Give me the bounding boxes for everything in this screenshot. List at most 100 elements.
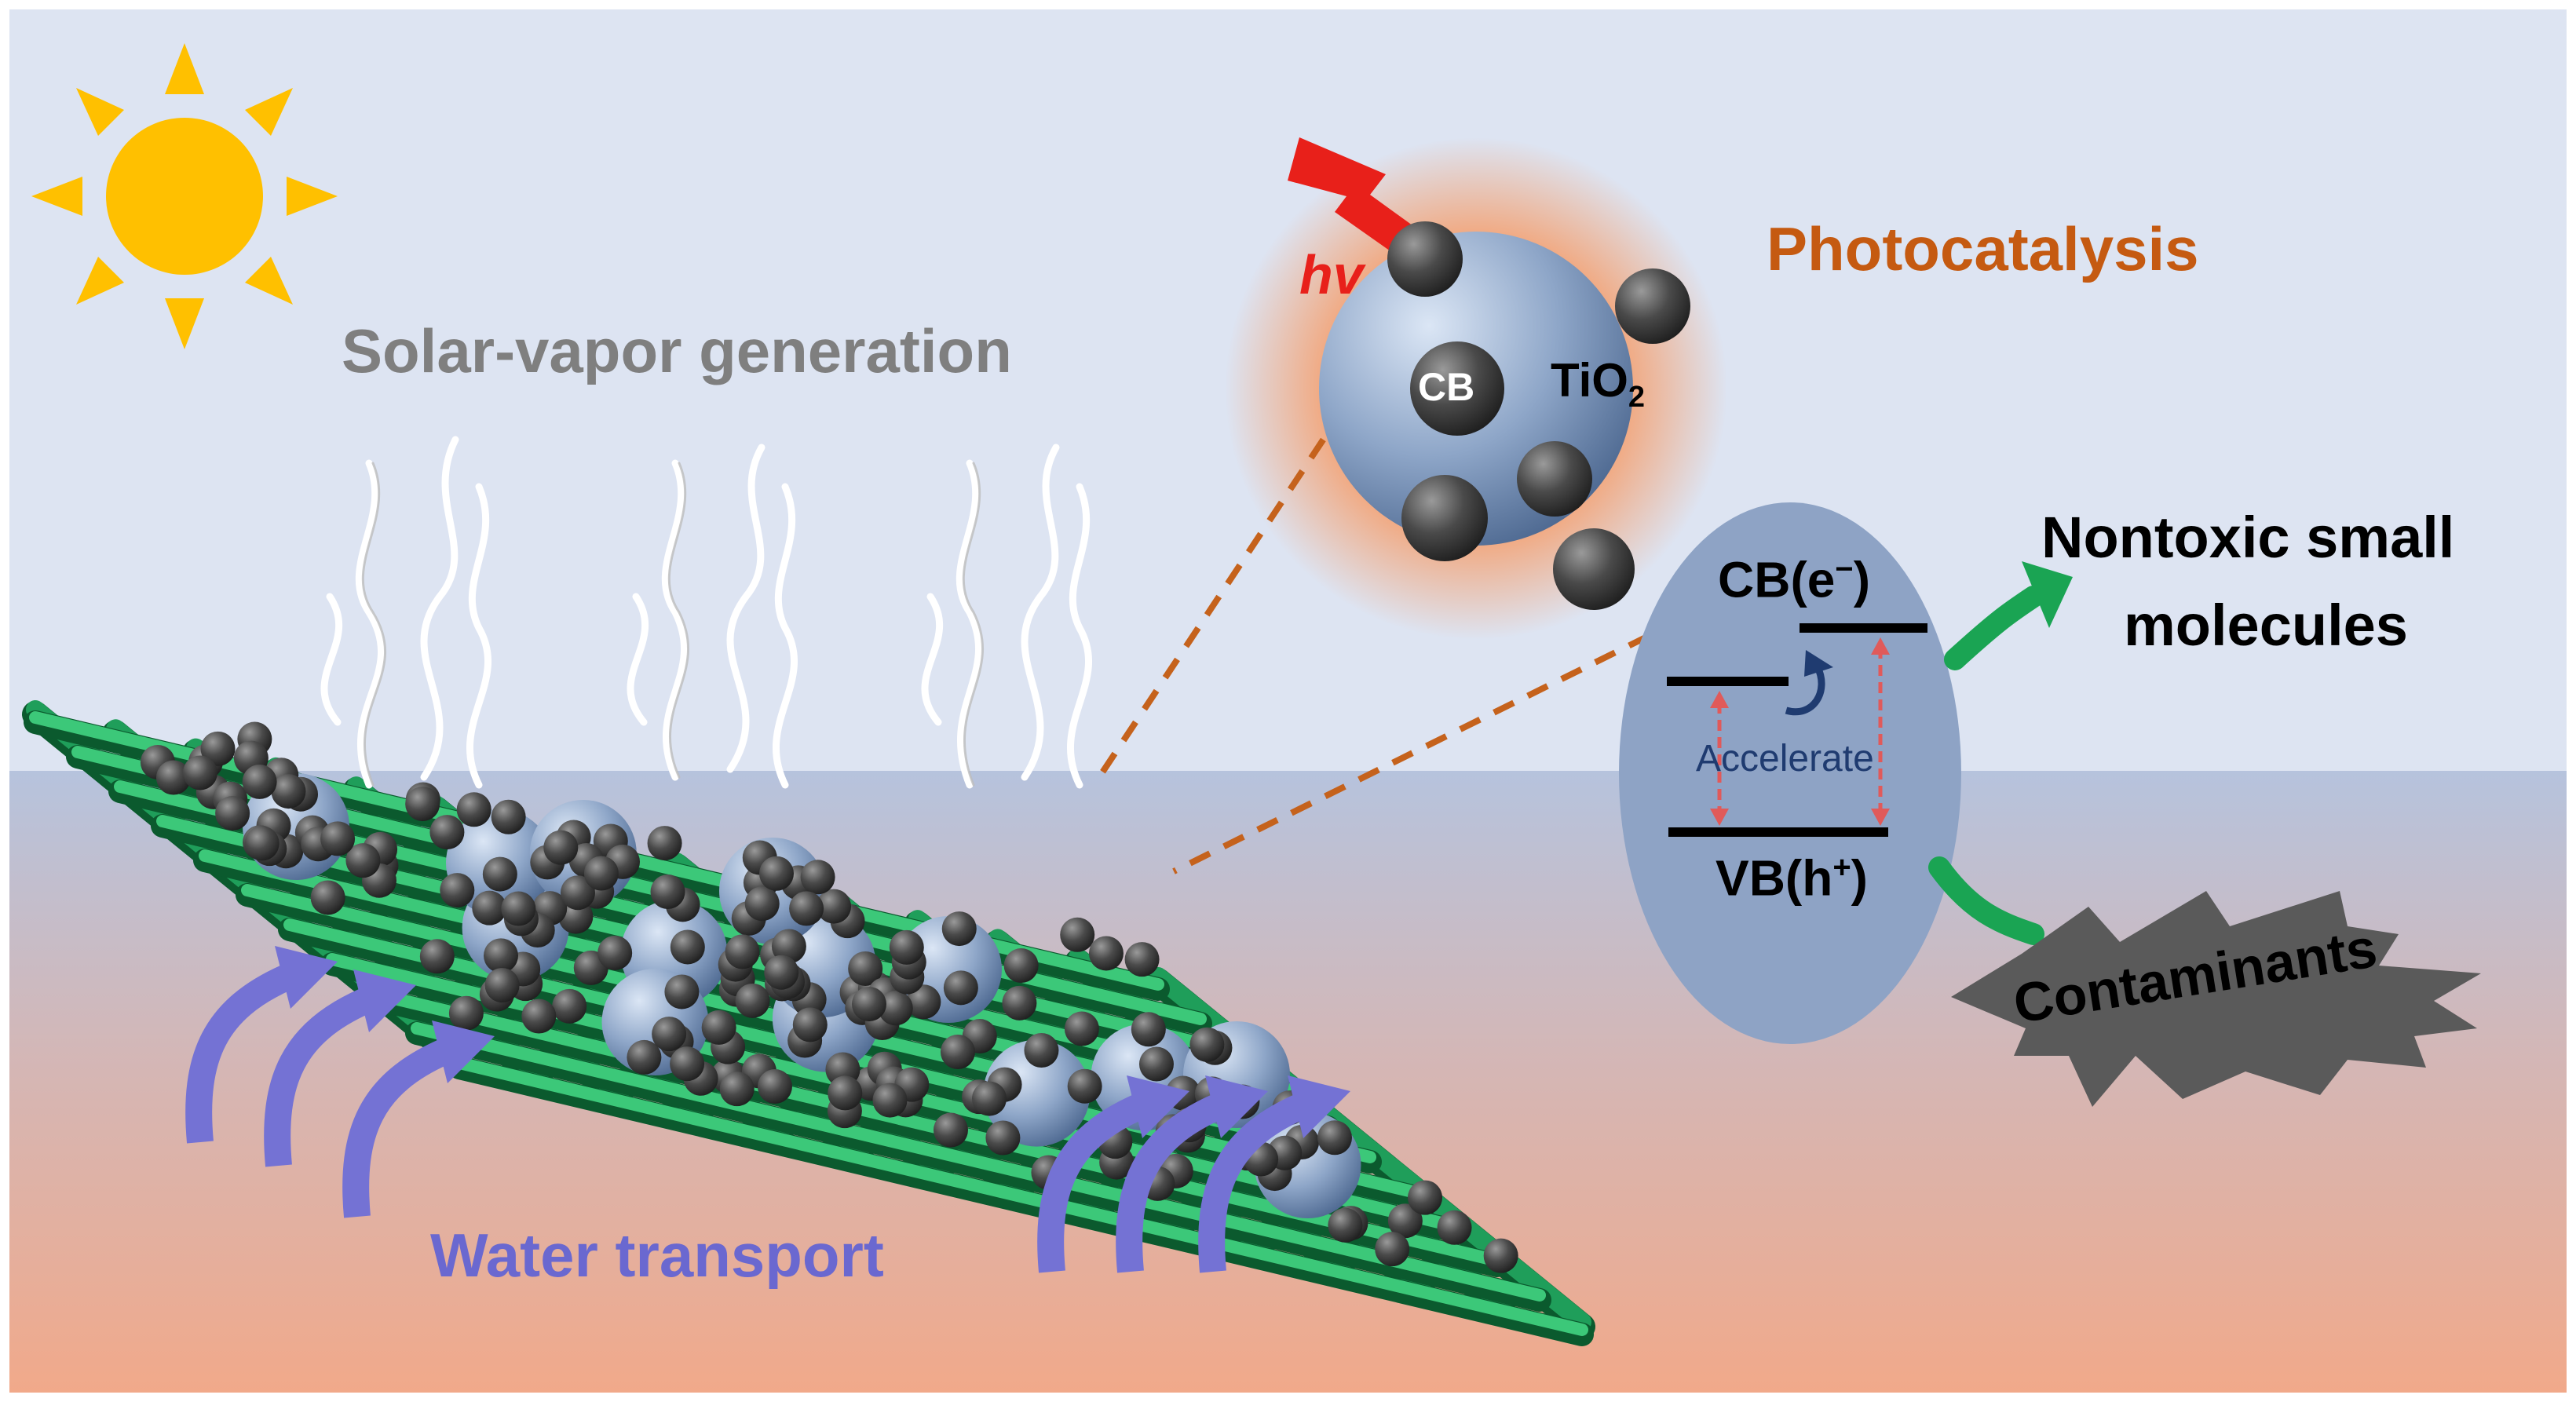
carbon-black-particle (1328, 1207, 1363, 1243)
carbon-black-particle (1189, 1027, 1225, 1062)
carbon-black-particle (1375, 1232, 1410, 1267)
carbon-black-particle (764, 955, 799, 990)
carbon-black-particle (940, 1035, 975, 1070)
cb-band-close: ) (1853, 551, 1871, 608)
carbon-black-particle (670, 1046, 705, 1082)
water-arrow-head (1288, 1075, 1350, 1138)
carbon-black-particle (1131, 1012, 1166, 1047)
carbon-black-particle (543, 830, 579, 865)
excitation-arrows (1717, 648, 1883, 816)
carbon-black-particle (1088, 936, 1124, 971)
carbon-black-particle (701, 1010, 736, 1045)
vb-band-label: VB(h+) (1716, 852, 1868, 903)
mesh-strand-highlight (453, 1057, 1588, 1336)
carbon-black-particle (405, 787, 440, 822)
tio2-label: TiO2 (1551, 354, 1646, 414)
carbon-black-particle (419, 939, 455, 974)
carbon-black-particle (1060, 917, 1095, 952)
water-arrow-shaft (1037, 1094, 1145, 1273)
carbon-black-particle (483, 938, 518, 973)
cb-band-sup: − (1835, 552, 1854, 586)
carbon-black-particle (943, 970, 978, 1006)
carbon-black-particle (650, 874, 685, 910)
carbon-black-particle (789, 891, 824, 926)
carbon-black-particle (484, 968, 520, 1003)
carbon-black-particle (735, 983, 770, 1018)
carbon-black-particle (597, 935, 633, 970)
vb-band-close: ) (1851, 849, 1868, 907)
water-arrow-head (1205, 1075, 1268, 1138)
carbon-black-particle (744, 886, 780, 922)
water-arrow-shaft (1116, 1094, 1223, 1273)
carbon-black-particle (627, 1039, 662, 1075)
carbon-black-particle (719, 1072, 755, 1107)
carbon-black-particle (848, 951, 883, 986)
carbon-black-particle (933, 1112, 968, 1148)
photocatalysis-label: Photocatalysis (1767, 214, 2199, 283)
cb-particle-label: CB (1418, 365, 1475, 409)
tio2-small-particle (983, 1039, 1091, 1147)
water-arrow-shaft (1198, 1094, 1306, 1273)
carbon-black-particle (1002, 985, 1037, 1020)
band-levels (1667, 623, 1927, 837)
carbon-black-particle (242, 764, 277, 799)
tio2-sub: 2 (1628, 381, 1646, 414)
water-arrow-shaft (342, 1039, 450, 1218)
carbon-black-particle (1067, 1068, 1102, 1104)
green-arrow-icon (1944, 586, 2044, 670)
carbon-black-particle (1408, 1180, 1443, 1215)
green-arrow-lower (1928, 856, 2044, 945)
carbon-black-particle (440, 873, 475, 908)
carbon-black-particle (1437, 1210, 1472, 1245)
carbon-black-particle (872, 1083, 908, 1118)
green-arrow-head (2022, 561, 2073, 628)
carbon-black-particle (560, 875, 595, 911)
carbon-black-particle (310, 880, 345, 915)
water-arrow-icon (185, 946, 1350, 1273)
carbon-black-particle (345, 843, 381, 878)
steam-icon-shadow (361, 462, 984, 787)
carbon-black-particle (1317, 1120, 1353, 1156)
carbon-black-particle (244, 826, 280, 861)
carbon-black-particle (771, 929, 806, 964)
water-arrow-shaft (264, 988, 371, 1167)
solar-vapor-label: Solar-vapor generation (342, 316, 1012, 385)
excitation-arrowheads (1710, 637, 1890, 826)
carbon-black-particle (1064, 1011, 1099, 1046)
nontoxic-label-line1: Nontoxic small (2041, 505, 2455, 570)
carbon-black-particle (757, 1069, 792, 1104)
carbon-black-particle (664, 974, 700, 1010)
curved-arrow-head (1804, 650, 1833, 677)
carbon-black-particle (472, 890, 507, 926)
carbon-black-particle (552, 988, 587, 1024)
cb-band-label: CB(e−) (1718, 553, 1870, 604)
carbon-black-particle (985, 1120, 1021, 1156)
carbon-black-particle (1003, 948, 1039, 984)
tio2-main: TiO (1551, 354, 1628, 407)
carbon-black-particle (155, 760, 191, 795)
carbon-black-particle (200, 731, 236, 766)
carbon-black-particle (320, 821, 356, 856)
carbon-black-particle (215, 796, 250, 831)
carbon-black-particle (1387, 1203, 1423, 1239)
carbon-black-particle (889, 929, 924, 965)
water-transport-label: Water transport (430, 1221, 884, 1290)
carbon-black-particle (456, 792, 491, 827)
hv-label: hv (1299, 244, 1364, 305)
water-arrow-head (1127, 1075, 1189, 1138)
band-diagram-panel (1619, 502, 1961, 1044)
carbon-black-particle (491, 799, 526, 834)
carbon-black-particle (429, 815, 465, 850)
water-arrow-head (275, 946, 338, 1009)
carbon-black-particle (482, 856, 517, 892)
carbon-black-particle (1024, 1032, 1059, 1068)
cb-band-main: CB(e (1718, 551, 1836, 608)
carbon-black-particle (1138, 1046, 1174, 1082)
carbon-black-particle (972, 1081, 1007, 1116)
carbon-black-particle (941, 911, 977, 947)
carbon-black-particle (817, 889, 852, 924)
contaminant-burst-icon (1951, 891, 2481, 1107)
carbon-black-particle (906, 984, 941, 1020)
vb-band-sup: + (1832, 850, 1851, 885)
